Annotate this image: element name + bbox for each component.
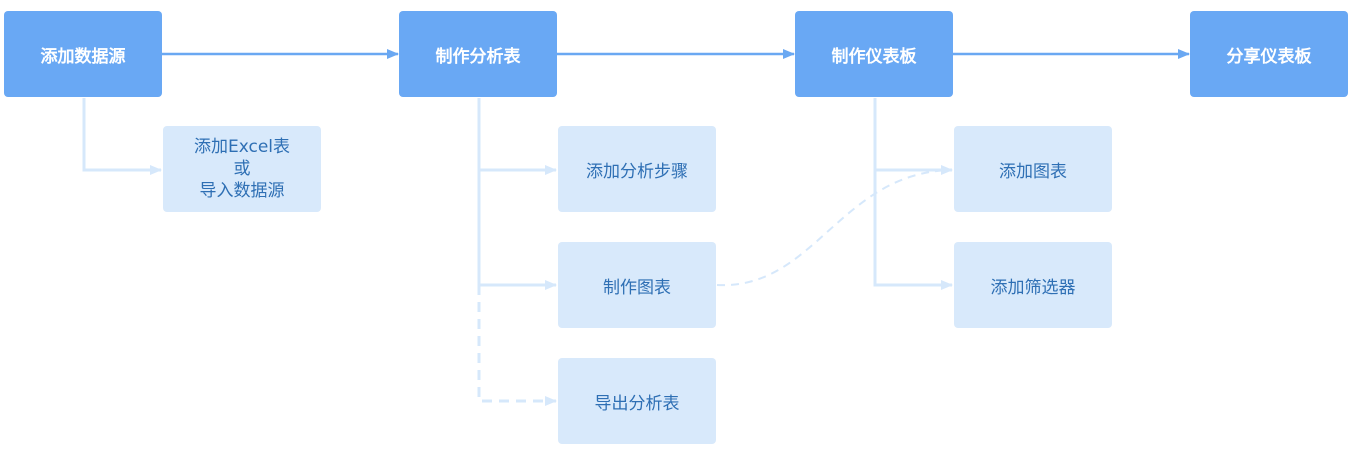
step-share-dashboard[interactable]: 分享仪表板: [1190, 11, 1348, 97]
step-label: 制作仪表板: [831, 46, 917, 67]
branch-analysis-export-dashed: [477, 285, 557, 406]
branch-datasource-import: [82, 98, 162, 175]
substep-export-analysis[interactable]: 导出分析表: [558, 358, 716, 444]
substep-make-chart[interactable]: 制作图表: [558, 242, 716, 328]
substep-line: 导入数据源: [199, 181, 285, 201]
step-make-analysis[interactable]: 制作分析表: [399, 11, 557, 97]
step-add-datasource[interactable]: 添加数据源: [4, 11, 162, 97]
substep-label: 导出分析表: [594, 393, 680, 414]
substep-add-excel-or-import[interactable]: 添加Excel表 或 导入数据源: [163, 126, 321, 212]
step-label: 分享仪表板: [1226, 46, 1312, 67]
substep-add-chart[interactable]: 添加图表: [954, 126, 1112, 212]
step-label: 添加数据源: [40, 46, 126, 67]
branch-dashboard-trunk: [873, 98, 953, 290]
substep-add-analysis-step[interactable]: 添加分析步骤: [558, 126, 716, 212]
substep-line: 或: [233, 159, 251, 179]
substep-label: 添加筛选器: [990, 277, 1076, 298]
substep-label: 添加分析步骤: [586, 161, 688, 182]
link-chart-to-dashboard-curve: [716, 169, 953, 287]
substep-label: 制作图表: [603, 277, 671, 298]
step-label: 制作分析表: [435, 46, 521, 67]
substep-line: 添加Excel表: [193, 137, 291, 157]
substep-add-filter[interactable]: 添加筛选器: [954, 242, 1112, 328]
step-make-dashboard[interactable]: 制作仪表板: [795, 11, 953, 97]
substep-label: 添加图表: [999, 161, 1067, 182]
